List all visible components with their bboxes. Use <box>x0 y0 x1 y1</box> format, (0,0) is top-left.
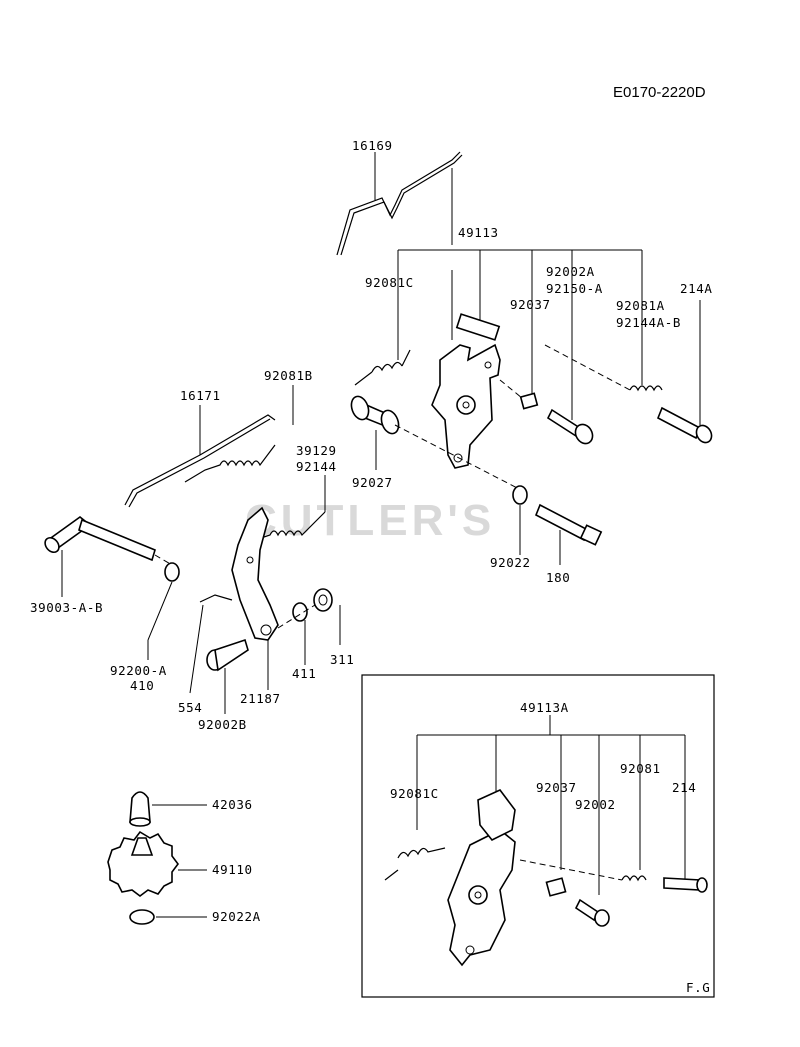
inset-bolt-214 <box>663 877 708 893</box>
part-label-p92081b: 92081B <box>264 368 313 383</box>
part-label-p92144ab: 92144A-B <box>616 315 681 330</box>
part-label-p92022a: 92022A <box>212 909 261 924</box>
bolt-214A <box>656 406 713 444</box>
inset-spring-92081 <box>621 875 647 882</box>
part-label-i92037: 92037 <box>536 780 577 795</box>
part-label-p92081a: 92081A <box>616 298 665 313</box>
leader-lines-upper <box>397 168 701 425</box>
washer-92200A <box>164 562 180 582</box>
leader-lines-inset <box>416 715 686 895</box>
inset-box <box>361 674 715 998</box>
part-label-p92200a: 92200-A <box>110 663 167 678</box>
bolt-180 <box>534 503 603 546</box>
part-label-i92002: 92002 <box>575 797 616 812</box>
cap-42036 <box>129 791 151 827</box>
inset-spring-92081C <box>397 847 446 859</box>
part-label-p39129: 39129 <box>296 443 337 458</box>
bolt-92002A <box>546 408 594 445</box>
part-label-p92002b: 92002B <box>198 717 247 732</box>
spring-92081C <box>371 361 403 373</box>
part-label-p92037: 92037 <box>510 297 551 312</box>
control-plate-49113 <box>431 313 501 469</box>
bolt-92002B <box>206 638 249 672</box>
washer-92022 <box>512 485 528 505</box>
collar-92027 <box>350 395 400 435</box>
inset-control-plate-49113A <box>447 789 516 967</box>
part-label-p410: 410 <box>130 678 154 693</box>
part-label-p180: 180 <box>546 570 570 585</box>
part-label-i214: 214 <box>672 780 696 795</box>
nut-92037 <box>519 392 539 410</box>
part-label-p42036: 42036 <box>212 797 253 812</box>
part-label-p92144: 92144 <box>296 459 337 474</box>
pin-554 <box>199 594 233 603</box>
inset-nut-92037 <box>545 877 567 897</box>
part-label-p39003ab: 39003-A-B <box>30 600 103 615</box>
part-label-p92002a: 92002A <box>546 264 595 279</box>
watermark: CUTLER'S <box>245 496 495 545</box>
governor-link-rod-16169 <box>336 151 463 256</box>
part-label-i92081c: 92081C <box>390 786 439 801</box>
governor-arm-21187 <box>231 506 279 641</box>
diagram-code: E0170-2220D <box>613 84 706 101</box>
part-label-p214a: 214A <box>680 281 713 296</box>
part-label-p21187: 21187 <box>240 691 281 706</box>
part-label-p16169: 16169 <box>352 138 393 153</box>
inset-label: F.G <box>686 980 710 995</box>
spring-92144 <box>254 511 326 541</box>
part-label-p411: 411 <box>292 666 316 681</box>
part-label-p92150a: 92150-A <box>546 281 603 296</box>
part-label-p49113: 49113 <box>458 225 499 240</box>
part-label-p92022: 92022 <box>490 555 531 570</box>
nut-311 <box>313 588 333 612</box>
part-label-p554: 554 <box>178 700 202 715</box>
part-label-p16171: 16171 <box>180 388 221 403</box>
part-label-i49113a: 49113A <box>520 700 569 715</box>
part-label-p92027: 92027 <box>352 475 393 490</box>
part-label-p49110: 49110 <box>212 862 253 877</box>
washer-411 <box>292 602 308 622</box>
spring-92081A <box>629 385 663 392</box>
washer-92022A <box>129 909 155 925</box>
part-label-p92081c: 92081C <box>365 275 414 290</box>
governor-gear-49110 <box>107 830 179 897</box>
spring-92081B <box>184 444 276 483</box>
part-label-i92081: 92081 <box>620 761 661 776</box>
part-label-p311: 311 <box>330 652 354 667</box>
inset-bolt-92002 <box>574 898 610 927</box>
governor-shaft-39003 <box>44 515 156 562</box>
